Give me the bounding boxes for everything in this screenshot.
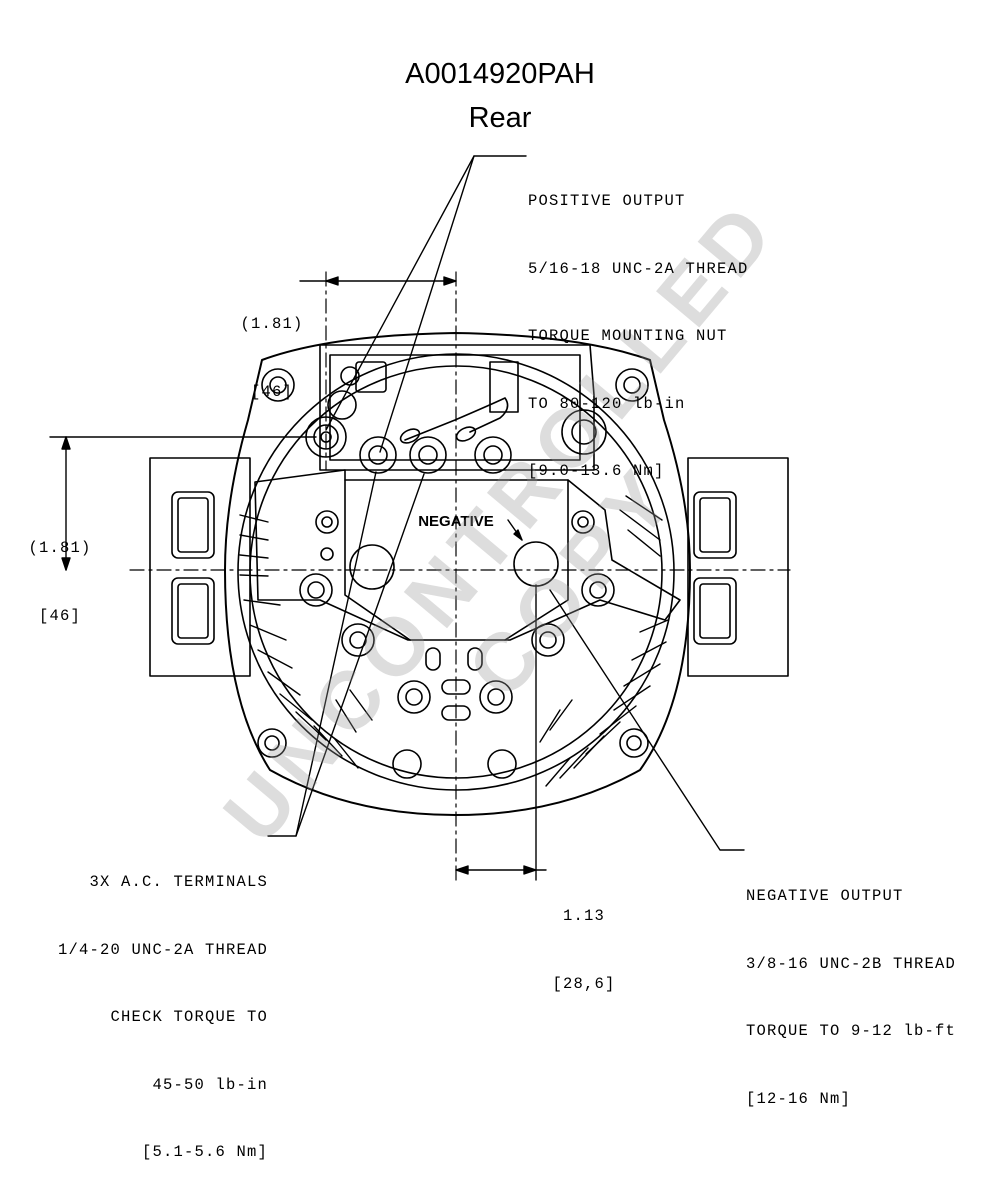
view-label: Rear [468, 102, 532, 134]
dimension-top [299, 276, 457, 286]
leader-lines [267, 155, 745, 851]
dimension-value: 1.13 [562, 907, 605, 925]
callout-line: 3X A.C. TERMINALS [89, 873, 268, 891]
callout-line: 3/8-16 UNC-2B THREAD [746, 954, 957, 973]
dimension-left-label: (1.81) [46] [20, 492, 100, 650]
dimension-value: [46] [38, 606, 81, 625]
callout-line: TO 80-120 lb-in [528, 394, 686, 413]
callout-line: 45-50 lb-in [152, 1075, 268, 1094]
rectifier-plate [254, 469, 681, 641]
ac-terminals-callout: 3X A.C. TERMINALS 1/4-20 UNC-2A THREAD C… [20, 826, 268, 1186]
dimension-value: (1.81) [240, 315, 304, 333]
callout-line: NEGATIVE OUTPUT [746, 887, 904, 905]
dimension-top-label: (1.81) [46] [232, 268, 312, 426]
centerlines [129, 271, 791, 881]
callout-line: [12-16 Nm] [746, 1089, 852, 1108]
ring-terminal-left [399, 428, 421, 444]
negative-terminal-label: NEGATIVE [418, 513, 494, 530]
ring-terminal-right [455, 426, 477, 442]
dimension-bottom [455, 584, 547, 881]
dimension-bottom-label: 1.13 [28,6] [546, 860, 622, 1018]
alternator-rear-view-drawing: NEGATIVE [49, 155, 791, 881]
negative-output-callout: NEGATIVE OUTPUT 3/8-16 UNC-2B THREAD TOR… [746, 840, 956, 1133]
right-mounting-ear [687, 457, 789, 677]
callout-line: 5/16-18 UNC-2A THREAD [528, 259, 749, 278]
callout-line: TORQUE TO 9-12 lb-ft [746, 1022, 957, 1040]
callout-line: 1/4-20 UNC-2A THREAD [57, 940, 268, 959]
callout-line: CHECK TORQUE TO [110, 1008, 268, 1026]
ac-terminal-studs [359, 436, 512, 474]
dimension-value: [46] [250, 382, 293, 401]
positive-output-callout: POSITIVE OUTPUT 5/16-18 UNC-2A THREAD TO… [528, 145, 749, 505]
dimension-value: [28,6] [552, 974, 616, 993]
callout-line: TORQUE MOUNTING NUT [528, 327, 728, 345]
callout-line: POSITIVE OUTPUT [528, 192, 686, 210]
drawing-stage: NEGATIVE [49, 155, 791, 881]
dimension-value: (1.81) [28, 539, 92, 557]
part-number-title: A0014920PAH [405, 58, 595, 90]
callout-line: [9.0-13.6 Nm] [528, 462, 665, 480]
left-mounting-ear [149, 457, 251, 677]
callout-line: [5.1-5.6 Nm] [141, 1143, 268, 1161]
jumper-wire [404, 397, 509, 441]
dimension-left [49, 436, 317, 571]
cooling-slots-right [539, 495, 669, 787]
